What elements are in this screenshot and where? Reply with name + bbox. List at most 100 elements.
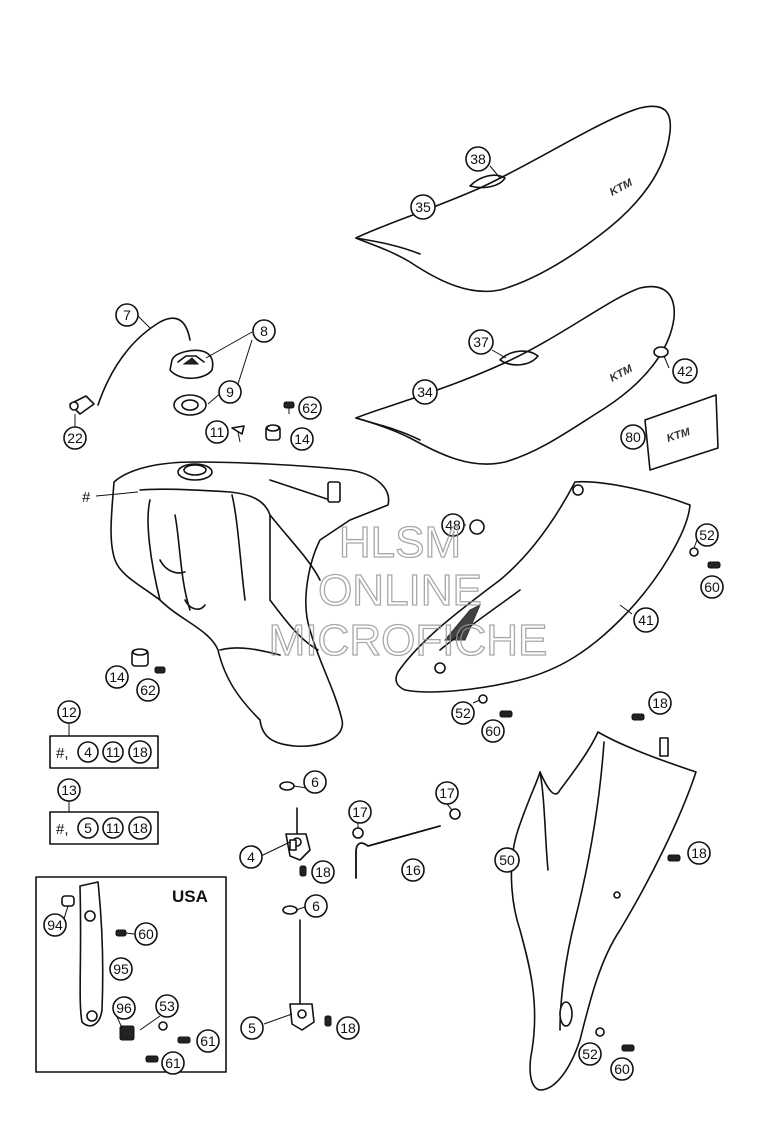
callout-5: 5 <box>248 1020 256 1036</box>
fuel-tap-4[interactable] <box>285 807 311 861</box>
kit-12-part-b: 11 <box>106 744 121 760</box>
kit-13-part-b: 11 <box>106 820 121 836</box>
callout-61-lower: 61 <box>165 1055 181 1071</box>
callout-11: 11 <box>210 424 225 440</box>
callout-14-upper: 14 <box>294 431 310 447</box>
callout-18-tap5: 18 <box>340 1020 356 1036</box>
screw-18-panel-top[interactable] <box>631 713 645 721</box>
callout-9: 9 <box>226 384 234 400</box>
callout-48: 48 <box>445 517 461 533</box>
bracket-95[interactable] <box>79 881 104 1027</box>
callout-96: 96 <box>116 1000 132 1016</box>
callout-18-tap4: 18 <box>315 864 331 880</box>
callout-35: 35 <box>415 199 431 215</box>
callout-62-upper: 62 <box>302 400 318 416</box>
callout-95: 95 <box>113 961 129 977</box>
screw-18-tap4[interactable] <box>299 865 307 877</box>
fuel-hose[interactable] <box>355 825 441 879</box>
callout-18-panel-top: 18 <box>652 695 668 711</box>
bushing-14-upper[interactable] <box>265 424 281 441</box>
screw-11[interactable] <box>231 425 245 443</box>
screw-61-lower[interactable] <box>145 1055 159 1063</box>
callout-7: 7 <box>123 307 131 323</box>
watermark-line-1: HLSM <box>339 518 461 567</box>
screw-60-lower[interactable] <box>621 1044 635 1052</box>
watermark: HLSM ONLINE MICROFICHE <box>268 517 548 665</box>
kit-13-hash: #, <box>56 821 69 838</box>
callout-6-lower: 6 <box>312 898 320 914</box>
kit-13-box[interactable]: #, 5 11 18 <box>49 811 159 845</box>
kit-12-hash: #, <box>56 745 69 762</box>
seat-lower[interactable]: KTM <box>355 285 675 465</box>
kit-12-part-a: 4 <box>84 744 92 760</box>
callout-17-left: 17 <box>352 804 368 820</box>
fuel-tap-5[interactable] <box>289 919 315 1031</box>
screw-62-upper[interactable] <box>283 401 295 414</box>
tank-vent-valve[interactable] <box>69 395 95 415</box>
leader-lines <box>62 165 698 1031</box>
cap-gasket[interactable] <box>173 394 207 416</box>
kit-12-box[interactable]: #, 4 11 18 <box>49 735 159 769</box>
callout-42: 42 <box>677 363 693 379</box>
side-panel-right[interactable] <box>395 480 691 693</box>
callout-52-mid: 52 <box>455 705 471 721</box>
callout-37: 37 <box>473 334 489 350</box>
usa-label: USA <box>172 887 208 906</box>
callout-34: 34 <box>417 384 433 400</box>
callout-22: 22 <box>67 430 83 446</box>
hose-clamp-left[interactable] <box>352 827 364 839</box>
callout-50: 50 <box>499 852 515 868</box>
screw-60-mid[interactable] <box>499 710 513 718</box>
callout-41: 41 <box>638 612 654 628</box>
callout-60-lower: 60 <box>614 1061 630 1077</box>
callout-38: 38 <box>470 151 486 167</box>
callout-60-upper: 60 <box>704 579 720 595</box>
callout-12: 12 <box>61 704 77 720</box>
bushing-14-lower[interactable] <box>131 648 149 667</box>
callout-60-usa: 60 <box>138 926 154 942</box>
grommet-48[interactable] <box>469 519 485 535</box>
screw-18-tap5[interactable] <box>324 1015 332 1027</box>
kit-13-part-c: 18 <box>132 820 148 836</box>
part-callouts: 38 35 37 34 42 80 7 8 9 22 62 11 14 48 5… <box>43 146 724 1081</box>
o-ring-6-lower[interactable] <box>282 905 298 915</box>
hose-clamp-right[interactable] <box>449 808 461 820</box>
callout-17-right: 17 <box>439 785 455 801</box>
watermark-line-2: ONLINE <box>318 566 482 615</box>
washer-52-mid[interactable] <box>478 694 488 704</box>
fuel-tank[interactable] <box>110 461 390 748</box>
callout-94: 94 <box>47 917 63 933</box>
callout-14-lower: 14 <box>109 669 125 685</box>
callout-13: 13 <box>61 782 77 798</box>
washer-52-lower[interactable] <box>595 1027 605 1037</box>
seat-upper[interactable]: KTM <box>355 105 672 293</box>
screw-18-panel-mid[interactable] <box>667 854 681 862</box>
cap-94[interactable] <box>61 895 75 907</box>
callout-8: 8 <box>260 323 268 339</box>
callout-18-panel-mid: 18 <box>691 845 707 861</box>
screw-61-upper[interactable] <box>177 1036 191 1044</box>
callout-6-upper: 6 <box>311 774 319 790</box>
seat-decal[interactable]: KTM <box>644 394 719 471</box>
screw-62-lower[interactable] <box>154 666 166 674</box>
side-panel-left[interactable] <box>510 731 697 1091</box>
callout-52-lower: 52 <box>582 1046 598 1062</box>
callout-16: 16 <box>405 862 421 878</box>
callout-60-mid: 60 <box>485 723 501 739</box>
callout-80: 80 <box>625 429 641 445</box>
o-ring-6-upper[interactable] <box>279 781 295 791</box>
callout-62-lower: 62 <box>140 682 156 698</box>
watermark-line-3: MICROFICHE <box>269 616 548 665</box>
screw-60-usa[interactable] <box>115 929 127 937</box>
washer-53[interactable] <box>158 1021 168 1031</box>
callout-52-upper: 52 <box>699 527 715 543</box>
nut-96[interactable] <box>119 1025 135 1041</box>
washer-52-upper[interactable] <box>689 547 699 557</box>
callout-53: 53 <box>159 998 175 1014</box>
callout-4: 4 <box>247 849 255 865</box>
callout-61-upper: 61 <box>200 1033 216 1049</box>
screw-60-upper[interactable] <box>707 561 721 569</box>
fuel-cap[interactable] <box>169 349 214 380</box>
tank-hash-label: # <box>82 489 91 506</box>
